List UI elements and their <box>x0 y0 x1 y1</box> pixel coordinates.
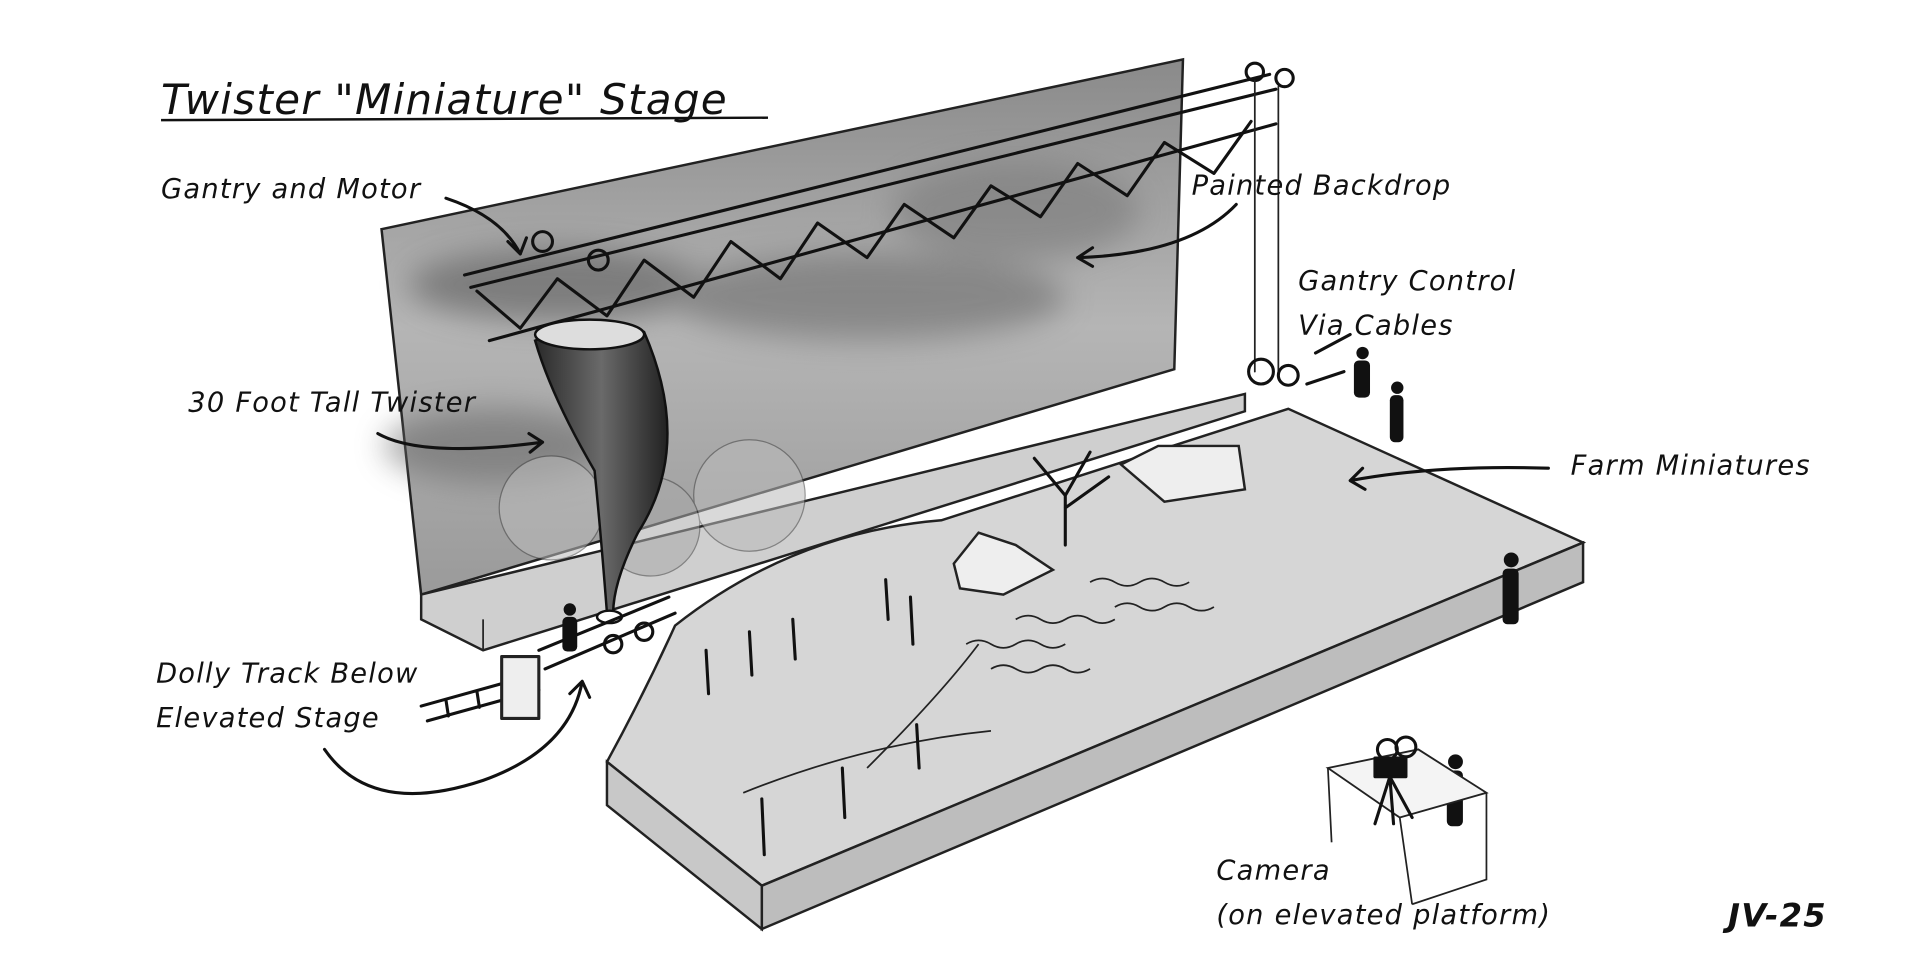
artist-signature: JV-25 <box>1722 897 1827 935</box>
title-underline <box>161 116 769 122</box>
main-stage <box>605 407 1587 932</box>
label-farm-miniatures: Farm Miniatures <box>1571 450 1811 481</box>
label-dolly-track: Dolly Track Below <box>156 659 419 690</box>
camera-icon <box>1373 735 1418 826</box>
label-elevated-stage: Elevated Stage <box>156 703 380 734</box>
camera-platform <box>1325 735 1489 906</box>
farmhouse <box>952 444 1247 596</box>
label-camera-platform: (on elevated platform) <box>1216 900 1551 931</box>
label-via-cables: Via Cables <box>1298 310 1454 341</box>
label-camera: Camera <box>1216 855 1330 886</box>
person-icon <box>1389 381 1404 443</box>
label-twister: 30 Foot Tall Twister <box>188 387 476 418</box>
person-icon <box>562 603 578 652</box>
label-gantry-motor: Gantry and Motor <box>161 174 422 205</box>
gantry-truss <box>462 61 1300 387</box>
elevated-stage <box>419 392 1247 652</box>
label-gantry-control: Gantry Control <box>1298 266 1516 297</box>
twister-model <box>498 318 806 625</box>
label-painted-backdrop: Painted Backdrop <box>1192 170 1452 201</box>
tree <box>1032 450 1111 547</box>
field-rows <box>742 577 1215 794</box>
person-icon <box>1502 552 1519 625</box>
annotation-arrows <box>322 196 1550 796</box>
person-icon <box>1353 346 1371 398</box>
dolly-track <box>419 595 677 723</box>
diagram-title: Twister "Miniature" Stage <box>161 75 728 124</box>
fence-posts <box>704 578 921 857</box>
